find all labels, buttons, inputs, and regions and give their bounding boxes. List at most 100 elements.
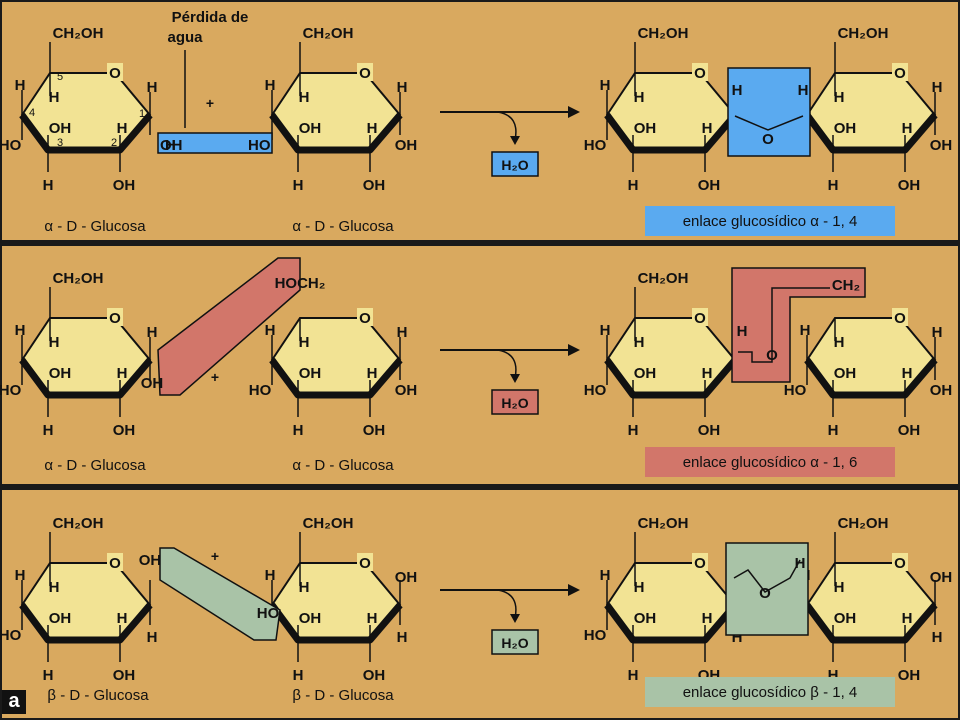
water-loss-label: agua [167, 29, 203, 46]
h-atom: H [293, 177, 304, 194]
ring-oxygen-bg [107, 553, 123, 571]
carbon-number: 4 [29, 107, 35, 119]
hydroxyl-group: OH [395, 382, 418, 399]
ch2oh-group: CH₂OH [838, 25, 889, 42]
ring-front-edge [804, 112, 938, 154]
h-atom: H [634, 89, 645, 106]
bond-label: enlace glucosídico β - 1, 4 [683, 684, 858, 701]
glycosidic-bond-highlight [725, 542, 809, 636]
hydroxyl-group: OH [49, 120, 72, 137]
h-atom: H [834, 579, 845, 596]
h-atom: H [828, 667, 839, 684]
h-atom: H [265, 567, 276, 584]
water-label: H₂O [501, 395, 528, 411]
hydroxyl-group: OH [363, 667, 386, 684]
hoch2-group: HOCH₂ [275, 275, 326, 292]
h-atom: H [367, 120, 378, 137]
hydroxyl-group: OH [113, 667, 136, 684]
left-caption: α - D - Glucosa [44, 218, 146, 235]
water-loss-label: Pérdida de [172, 9, 249, 26]
h-atom: H [15, 567, 26, 584]
h-atom: H [902, 120, 913, 137]
ch2oh-group: CH₂OH [303, 25, 354, 42]
ring-oxygen: O [359, 310, 371, 327]
glycosidic-bond-highlight [731, 267, 866, 383]
right-caption: α - D - Glucosa [292, 218, 394, 235]
ring-front-edge [804, 602, 938, 644]
ch2oh-group: CH₂OH [638, 270, 689, 287]
panel-beta-1-4: OCH₂OHHHHOOHHHOHHOCH₂OHHHOHHHOHOHHOHHO+H… [0, 515, 952, 707]
h-atom: H [628, 422, 639, 439]
h-atom: H [902, 365, 913, 382]
hydroxyl-group: OH [299, 610, 322, 627]
ring-oxygen: O [894, 555, 906, 572]
ch2oh-group: CH₂OH [53, 515, 104, 532]
carbon-number: 3 [57, 137, 63, 149]
ring-oxygen: O [894, 310, 906, 327]
h-atom: H [367, 365, 378, 382]
hydroxyl-group: OH [113, 177, 136, 194]
water-box-bg [491, 389, 539, 415]
h-atom: H [634, 579, 645, 596]
hydroxyl-group: OH [113, 422, 136, 439]
ring-front-edge [269, 602, 403, 644]
h-atom: H [702, 365, 713, 382]
h-atom: H [299, 89, 310, 106]
hydroxyl-group: OH [299, 365, 322, 382]
hydroxyl-group: OH [834, 365, 857, 382]
carbon-number: 1 [139, 108, 145, 120]
reaction-arrow [440, 584, 580, 623]
hydroxyl-group: HO [0, 627, 22, 644]
water-removal-bar [157, 132, 273, 154]
h-atom: H [397, 324, 408, 341]
h-atom: H [932, 79, 943, 96]
removed-oh: OH [139, 552, 162, 569]
water-box: H₂O [491, 629, 539, 655]
water-removal-bar [159, 547, 281, 641]
ring-oxygen: O [694, 555, 706, 572]
ring-front-edge [604, 112, 738, 154]
arrow-head [568, 584, 580, 596]
water-arrow-head [510, 136, 520, 145]
panel-alpha-1-6: OCH₂OHHHHOOHHHOHHOHHHOOHHHOHHOHOHHOCH₂+H… [0, 257, 952, 477]
ring-front-edge [604, 357, 738, 399]
bond-label: enlace glucosídico α - 1, 6 [683, 454, 858, 471]
h-atom: H [798, 82, 809, 99]
hydroxyl-group: OH [898, 422, 921, 439]
ch2oh-group: CH₂OH [838, 515, 889, 532]
right-caption: α - D - Glucosa [292, 457, 394, 474]
hydroxyl-group: OH [395, 137, 418, 154]
h-atom: H [702, 120, 713, 137]
hydroxyl-group: OH [834, 610, 857, 627]
h-atom: H [834, 334, 845, 351]
removed-ho: HO [257, 605, 280, 622]
ring-oxygen-bg [892, 63, 908, 81]
ch2oh-group: CH₂OH [53, 25, 104, 42]
h-atom: H [49, 334, 60, 351]
ring-oxygen: O [694, 65, 706, 82]
ch2oh-group: CH₂OH [638, 25, 689, 42]
ring-oxygen-bg [692, 63, 708, 81]
removed-oh: OH [160, 137, 183, 154]
glycosidic-bridge [738, 287, 830, 363]
ring-oxygen: O [109, 65, 121, 82]
h-atom: H [828, 422, 839, 439]
h-atom: H [397, 79, 408, 96]
bond-label-bg [645, 447, 895, 477]
hydroxyl-group: HO [0, 382, 22, 399]
hydroxyl-group: OH [363, 422, 386, 439]
h-atom: H [732, 82, 743, 99]
h-atom: H [299, 334, 310, 351]
h-atom: H [367, 610, 378, 627]
removed-ho: HO [248, 137, 271, 154]
water-arrow-head [510, 614, 520, 623]
hydroxyl-group: OH [930, 569, 953, 586]
bond-label-box: enlace glucosídico α - 1, 4 [645, 206, 895, 236]
h-atom: H [732, 629, 743, 646]
right-caption: β - D - Glucosa [292, 687, 394, 704]
hydroxyl-group: HO [584, 627, 607, 644]
